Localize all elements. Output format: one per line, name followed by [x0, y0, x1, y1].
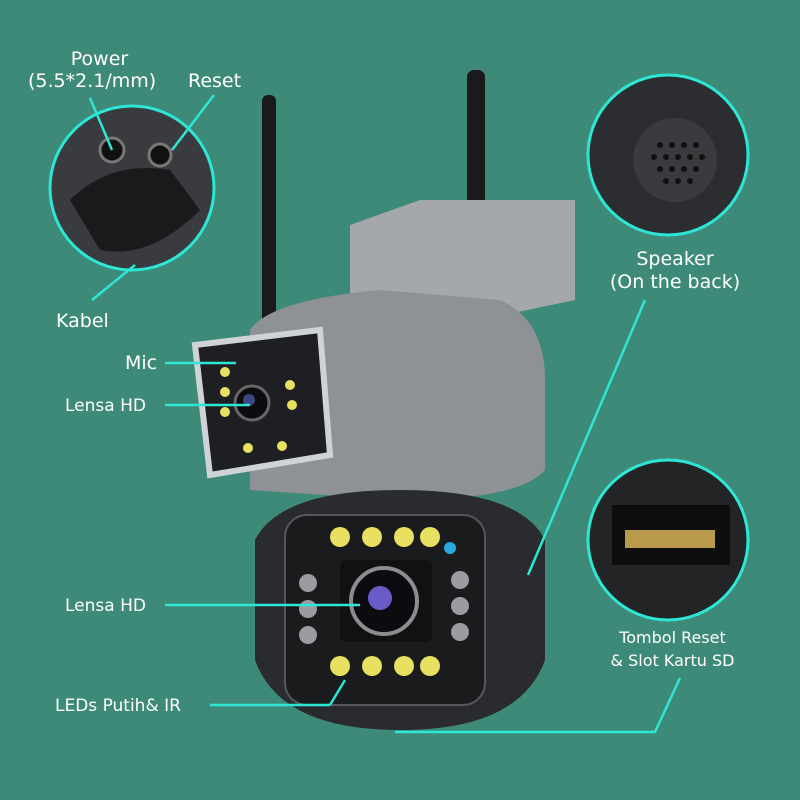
reset-slot-label-1: Tombol Reset [619, 628, 726, 647]
lens-top-label: Lensa HD [65, 396, 146, 416]
kabel-label: Kabel [56, 310, 109, 332]
power-label: Power [70, 48, 129, 70]
sd-card-slot [625, 530, 715, 548]
callout-lines [88, 94, 682, 734]
mic-label: Mic [125, 352, 158, 374]
top-leds [220, 367, 297, 453]
wall-mount [350, 200, 575, 320]
speaker-grille [651, 142, 705, 184]
top-lens-glass [243, 394, 255, 406]
speaker-label: Speaker [636, 248, 714, 270]
status-light [444, 542, 456, 554]
lower-lens-glass [368, 586, 392, 610]
reset-label: Reset [188, 70, 242, 92]
power-spec-label: (5.5*2.1/mm) [28, 70, 157, 92]
lens-bottom-label: Lensa HD [65, 596, 146, 616]
lower-yellow-leds [330, 527, 440, 676]
leds-label: LEDs Putih& IR [55, 696, 181, 716]
reset-slot-label-2: & Slot Kartu SD [610, 651, 735, 670]
antenna-left [262, 95, 276, 325]
speaker-note-label: (On the back) [609, 271, 741, 293]
